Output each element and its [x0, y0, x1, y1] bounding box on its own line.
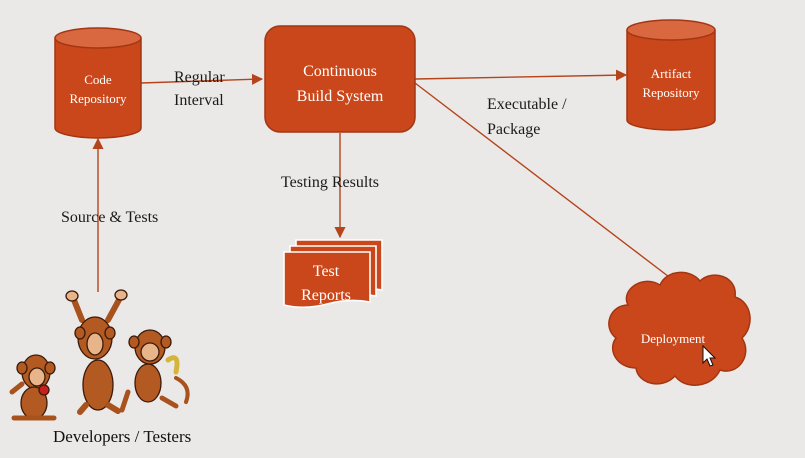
code-repository-label-1: Code [84, 72, 112, 87]
deployment-label: Deployment [641, 331, 706, 346]
edges [92, 69, 678, 292]
edge-label-interval: Interval [174, 92, 224, 109]
continuous-build-node: Continuous Build System [264, 25, 416, 133]
deployment-node: Deployment [608, 271, 751, 386]
edge-label-source-tests: Source & Tests [61, 209, 158, 226]
monkey-right [119, 329, 190, 413]
edge-build-to-artifact [414, 69, 628, 81]
edge-build-to-deployment [414, 82, 678, 284]
mouse-cursor-icon [702, 344, 717, 367]
artifact-repository-label-1: Artifact [651, 66, 692, 81]
edge-label-regular: Regular [174, 69, 225, 86]
artifact-repository-label-2: Repository [642, 85, 700, 100]
monkey-icon [9, 289, 190, 421]
continuous-build-label-1: Continuous [303, 63, 377, 80]
test-reports-label-1: Test [313, 263, 340, 280]
monkey-center [65, 289, 128, 415]
edge-label-executable: Executable / [487, 96, 567, 113]
artifact-repository-node: Artifact Repository [626, 19, 716, 131]
developers-testers-caption: Developers / Testers [53, 427, 191, 446]
test-reports-node: Test Reports [283, 239, 383, 309]
edge-label-testing-results: Testing Results [281, 174, 379, 191]
edge-label-package: Package [487, 121, 540, 138]
test-reports-label-2: Reports [301, 287, 351, 304]
continuous-build-label-2: Build System [297, 88, 384, 105]
code-repository-label-2: Repository [69, 91, 127, 106]
edge-code-to-build [140, 73, 264, 85]
monkey-left [9, 354, 57, 421]
code-repository-node: Code Repository [54, 27, 142, 139]
